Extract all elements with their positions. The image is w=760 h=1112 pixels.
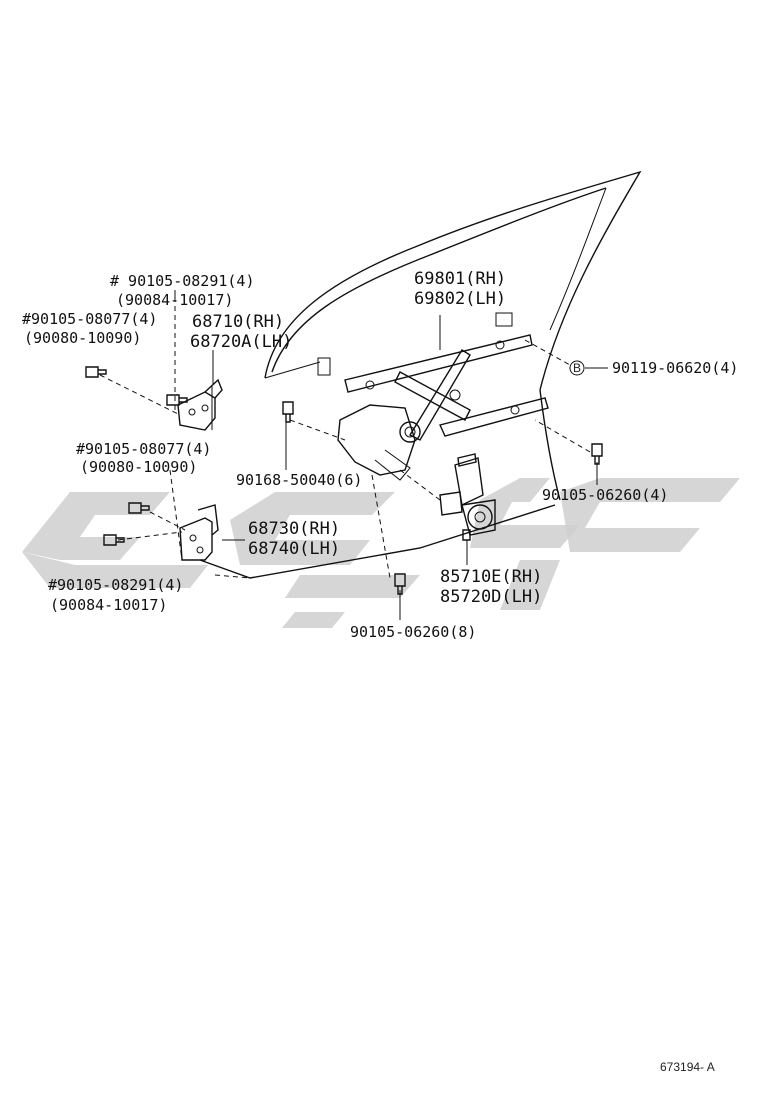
bolt-icon [85,366,107,378]
regulator-motor [439,453,496,541]
callout-bolt-bottom-lower-hinge-line1: #90105-08291(4) [48,576,183,594]
callout-motor-line2: 85720D(LH) [440,587,542,607]
callout-bolt-top-upper-hinge-line2: (90084-10017) [116,291,233,309]
callout-lower-hinge-line2: 68740(LH) [248,539,340,559]
bolt-icon [282,401,294,423]
callout-lower-hinge-line1: 68730(RH) [248,519,340,539]
upper-hinge [177,378,223,431]
callout-bolt-left-lower-line2: (90080-10090) [80,458,197,476]
callout-bolt-b: 90119-06620(4) [612,359,738,377]
callout-bolt-bottom-lower-hinge-line2: (90084-10017) [50,596,167,614]
callout-regulator-line1: 69801(RH) [414,269,506,289]
bolt-icon [166,394,188,406]
leader-lines [174,290,608,620]
callout-bolt-bottom-center: 90105-06260(8) [350,623,476,641]
callout-bolt-left-lower-line1: #90105-08077(4) [76,440,211,458]
assembly-lines [99,300,591,579]
callout-bolt-regulator-right: 90105-06260(4) [542,486,668,504]
reference-code: 673194- A [660,1060,715,1074]
callout-bolt-regulator-left: 90168-50040(6) [236,471,362,489]
callout-upper-hinge-line1: 68710(RH) [192,312,284,332]
lower-hinge [179,504,219,561]
b-marker-label: B [573,361,581,375]
callout-motor-line1: 85710E(RH) [440,567,542,587]
bolt-icon [591,443,603,465]
bolt-icon [128,502,150,514]
bolt-icons [85,366,603,595]
callout-bolt-top-upper-hinge-line1: # 90105-08291(4) [110,272,255,290]
b-marker-icon: B [569,360,585,376]
window-regulator [317,312,549,481]
callout-bolt-left-upper-line1: #90105-08077(4) [22,310,157,328]
callout-bolt-left-upper-line2: (90080-10090) [24,329,141,347]
callout-regulator-line2: 69802(LH) [414,289,506,309]
callout-upper-hinge-line2: 68720A(LH) [190,332,292,352]
bolt-icon [103,534,125,546]
door-glass [264,170,642,501]
watermark-logo [22,478,740,628]
